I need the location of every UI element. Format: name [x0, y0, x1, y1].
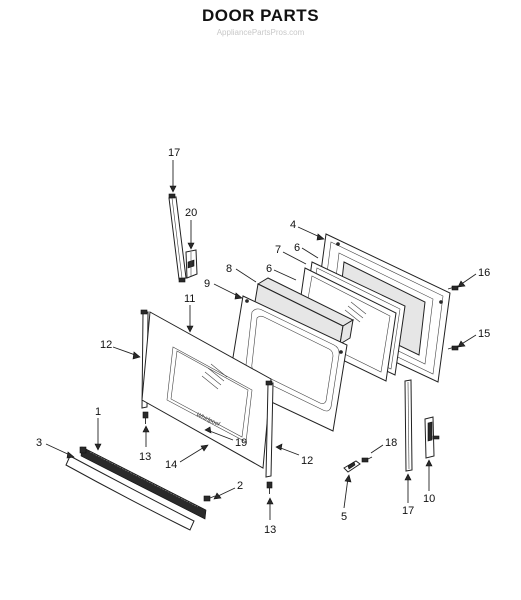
callout-11: 11: [184, 293, 195, 305]
callout-16: 16: [478, 267, 490, 279]
part-17-right-door-channel: [404, 379, 413, 472]
callout-13-left: 13: [139, 451, 151, 463]
callout-18: 18: [385, 437, 397, 449]
callout-9: 9: [204, 278, 210, 290]
callout-13-right: 13: [264, 524, 276, 536]
part-2-screw: [203, 495, 216, 502]
callout-8: 8: [226, 263, 232, 275]
callout-10: 10: [423, 493, 435, 505]
callout-1: 1: [95, 406, 101, 418]
callout-12-right: 12: [301, 455, 313, 467]
part-5-hinge-receptacle: [343, 460, 361, 473]
callout-2: 2: [237, 480, 243, 492]
part-3-door-handle: [65, 455, 195, 531]
part-8-insulation: [254, 277, 355, 345]
part-12-right-door-trim: [265, 380, 274, 478]
callout-17-bottom: 17: [402, 505, 414, 517]
callout-12-left: 12: [100, 339, 112, 351]
leader-lines: [45, 160, 477, 520]
callout-19: 19: [235, 437, 247, 449]
callout-14: 14: [165, 459, 177, 471]
callout-4: 4: [290, 219, 296, 231]
watermark: AppliancePartsPros.com: [216, 28, 305, 37]
part-16-screw: [447, 285, 459, 291]
part-13-screw-left: [142, 411, 149, 424]
part-13-screw-right: [266, 481, 273, 494]
part-1-handle-bracket: [79, 446, 207, 520]
callout-3: 3: [36, 437, 42, 449]
callout-7: 7: [275, 244, 281, 256]
callout-20: 20: [185, 207, 197, 219]
part-10-hinge: [424, 416, 440, 459]
callout-labels: 17 20 4 7 6 8 6 9 16 11 15 12 1 3 13 19 …: [36, 147, 490, 536]
part-15-screw: [447, 345, 459, 351]
callout-6-lower: 6: [266, 263, 272, 275]
part-11-outer-door-panel: Whirlpool: [141, 311, 272, 469]
callout-15: 15: [478, 328, 490, 340]
part-20-hinge-bracket: [185, 249, 198, 279]
callout-17-top: 17: [168, 147, 180, 159]
page-title: DOOR PARTS: [201, 6, 320, 25]
part-17-left-door-channel: [168, 193, 187, 283]
callout-6-upper: 6: [294, 242, 300, 254]
part-18-screw: [361, 456, 373, 463]
callout-5: 5: [341, 511, 347, 523]
